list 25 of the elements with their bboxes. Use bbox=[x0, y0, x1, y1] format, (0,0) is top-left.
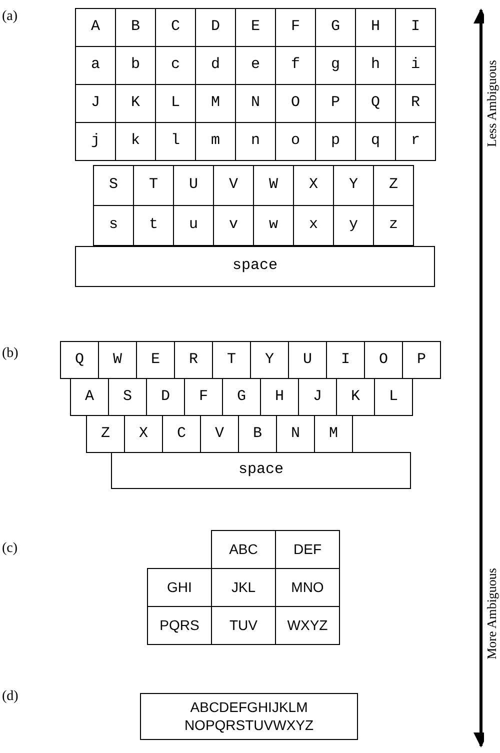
scale-label: More Ambiguous bbox=[484, 568, 499, 660]
key: space bbox=[75, 246, 435, 287]
key: ABC bbox=[211, 530, 276, 569]
key: I bbox=[395, 8, 436, 47]
key: s bbox=[93, 205, 134, 246]
key: j bbox=[75, 122, 116, 161]
key: space bbox=[111, 452, 411, 489]
key: Q bbox=[60, 341, 99, 379]
key: r bbox=[395, 122, 436, 161]
panel-label: (c) bbox=[2, 540, 18, 558]
key: S bbox=[93, 165, 134, 206]
panel-label: (a) bbox=[2, 8, 18, 26]
panel-label: (b) bbox=[2, 345, 18, 363]
key: L bbox=[374, 378, 413, 416]
key: ABCDEFGHIJKLM NOPQRSTUVWXYZ bbox=[140, 693, 358, 740]
key: GHI bbox=[147, 568, 212, 607]
key: z bbox=[373, 205, 414, 246]
key: P bbox=[402, 341, 441, 379]
key: A bbox=[75, 8, 116, 47]
panel-label: (d) bbox=[2, 688, 18, 706]
key: PQRS bbox=[147, 606, 212, 645]
key: DEF bbox=[275, 530, 340, 569]
scale-label: Less Ambiguous bbox=[484, 60, 499, 148]
key: Z bbox=[373, 165, 414, 206]
key: WXYZ bbox=[275, 606, 340, 645]
